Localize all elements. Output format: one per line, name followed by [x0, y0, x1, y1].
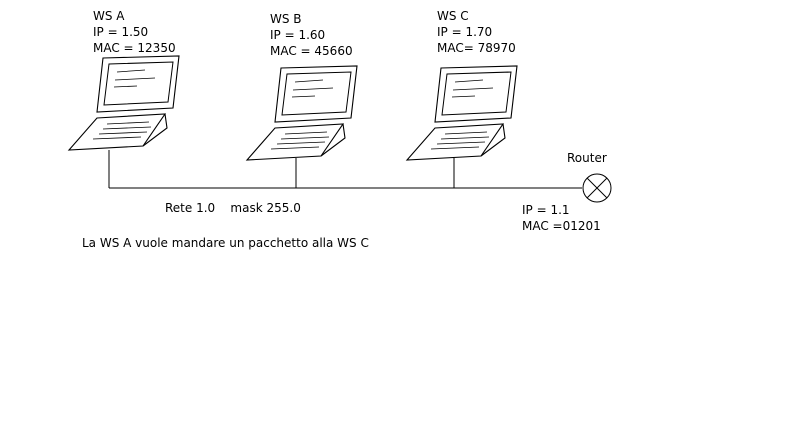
- laptop-icon-ws-a: [68, 55, 180, 151]
- caption-text: La WS A vuole mandare un pacchetto alla …: [82, 236, 369, 250]
- router-ip: IP = 1.1: [522, 203, 570, 217]
- laptop-icon-ws-c: [406, 65, 518, 161]
- ws-b-ip: IP = 1.60: [270, 28, 326, 42]
- ws-c-ip: IP = 1.70: [437, 25, 493, 39]
- ws-c-name: WS C: [437, 9, 469, 23]
- ws-a-name: WS A: [93, 9, 125, 23]
- router-label: Router: [567, 151, 607, 165]
- ws-a-ip: IP = 1.50: [93, 25, 149, 39]
- network-label: Rete 1.0 mask 255.0: [165, 201, 301, 215]
- ws-b-mac: MAC = 45660: [270, 44, 353, 58]
- ws-a-mac: MAC = 12350: [93, 41, 176, 55]
- ws-c-mac: MAC= 78970: [437, 41, 516, 55]
- laptop-icon-ws-b: [246, 65, 358, 161]
- ws-b-name: WS B: [270, 12, 302, 26]
- router-x-circle-icon: [582, 173, 612, 203]
- router-mac: MAC =01201: [522, 219, 601, 233]
